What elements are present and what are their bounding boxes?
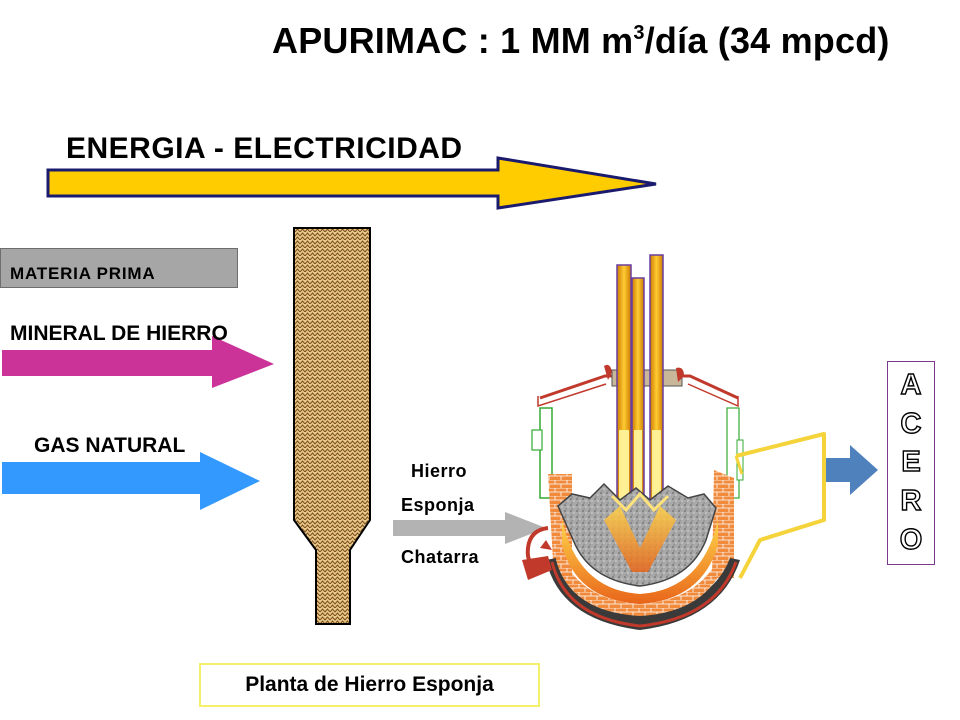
title-prefix: APURIMAC : 1 MM m bbox=[272, 20, 634, 61]
electric-arc-furnace bbox=[522, 254, 826, 630]
gas-arrow bbox=[2, 452, 260, 510]
materia-prima-label: MATERIA PRIMA bbox=[10, 264, 156, 283]
acero-letter: O bbox=[899, 524, 923, 557]
gas-label: GAS NATURAL bbox=[34, 434, 186, 457]
esponja-label: Esponja bbox=[401, 495, 475, 515]
energy-label: ENERGIA - ELECTRICIDAD bbox=[66, 132, 463, 165]
mineral-label: MINERAL DE HIERRO bbox=[10, 322, 228, 345]
chatarra-label: Chatarra bbox=[401, 547, 480, 567]
page-title: APURIMAC : 1 MM m3/día (34 mpcd) bbox=[272, 20, 932, 70]
acero-box: A C E R O bbox=[887, 361, 935, 565]
scrap-arrow bbox=[393, 512, 546, 544]
acero-letter: R bbox=[900, 485, 922, 518]
acero-letter: E bbox=[901, 446, 922, 479]
title-superscript: 3 bbox=[633, 22, 645, 44]
hierro-label: Hierro bbox=[411, 461, 468, 481]
acero-letter: C bbox=[900, 407, 922, 440]
materia-prima-box bbox=[0, 248, 238, 288]
energy-arrow bbox=[46, 156, 657, 210]
plant-label: Planta de Hierro Esponja bbox=[245, 673, 494, 696]
reactor-shaft bbox=[293, 227, 371, 625]
product-arrow bbox=[824, 445, 878, 495]
acero-letter: A bbox=[900, 368, 922, 401]
title-suffix: /día (34 mpcd) bbox=[644, 20, 890, 61]
plant-label-box: Planta de Hierro Esponja bbox=[199, 663, 540, 707]
mineral-arrow bbox=[2, 336, 274, 388]
